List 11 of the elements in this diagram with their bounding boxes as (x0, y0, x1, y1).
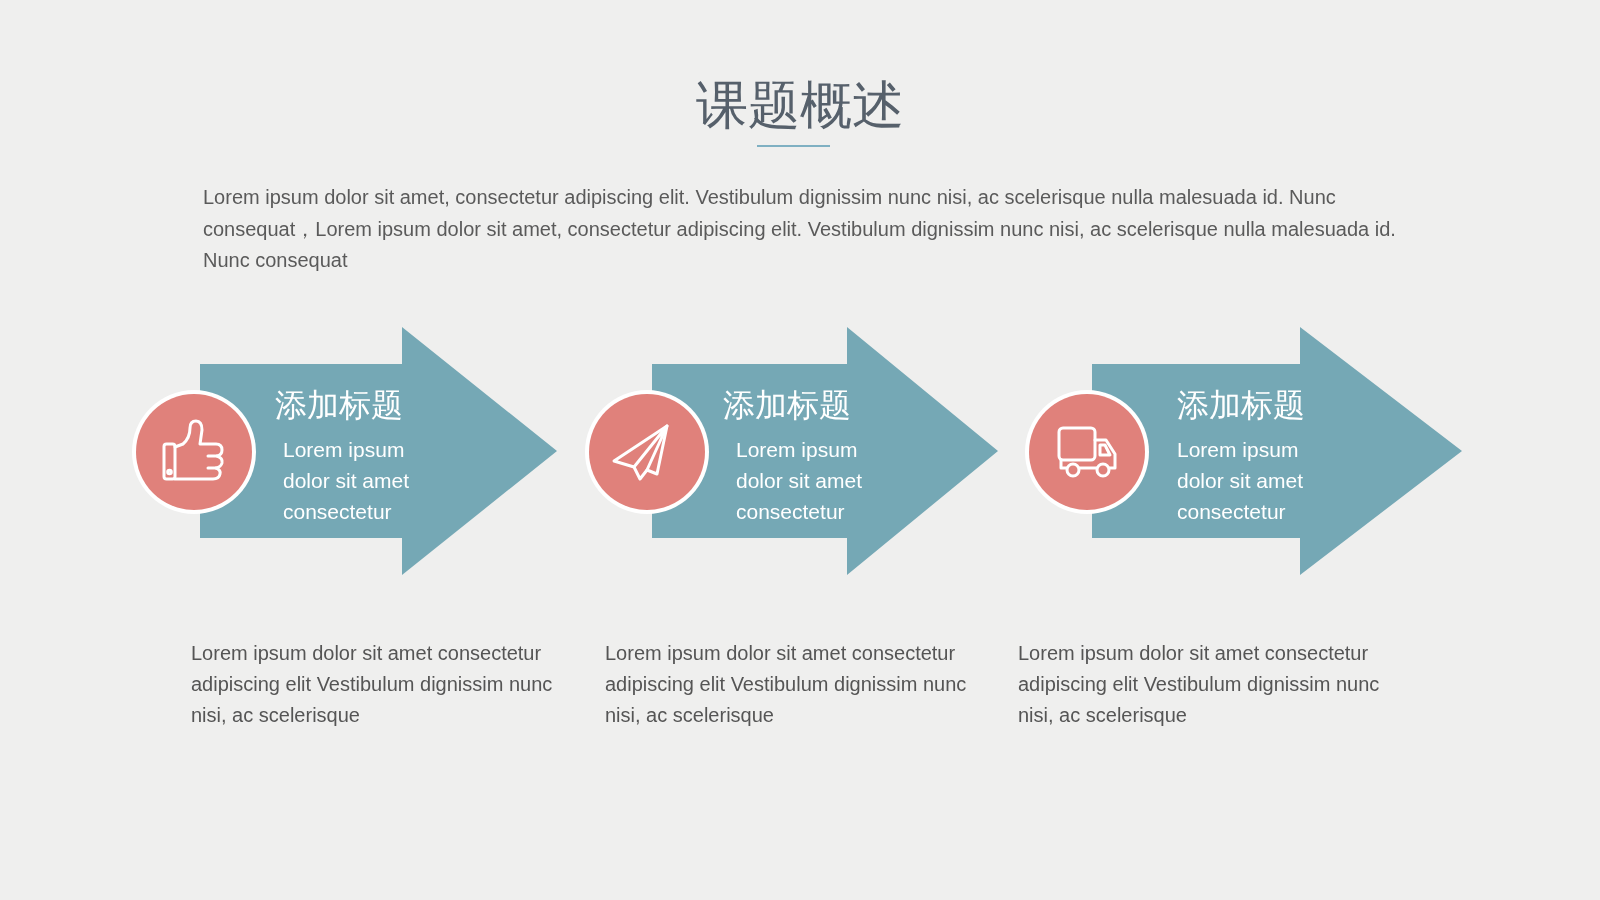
caption-text: Lorem ipsum dolor sit amet consectetur adipiscing elit Vestibulum dignissim nunc nisi, ac scelerisque (605, 641, 968, 728)
arrow-text: Lorem ipsum dolor sit amet consectetur (736, 437, 864, 525)
arrow-text: Lorem ipsum dolor sit amet consectetur (283, 437, 411, 525)
arrow-heading: 添加标题 (275, 386, 403, 425)
arrow-heading: 添加标题 (1177, 386, 1305, 425)
intro-paragraph: Lorem ipsum dolor sit amet, consectetur adipiscing elit. Vestibulum dignissim nunc nisi, ac scelerisque nulla malesuada id. Nunc consequat，Lorem ipsum dolor sit amet, consectetur adipiscing elit. Vestibulum dignissim nunc nisi, ac scelerisque nulla malesuada id. Nunc consequat (203, 185, 1397, 273)
page-title: 课题概述 (696, 75, 904, 136)
caption-text: Lorem ipsum dolor sit amet consectetur adipiscing elit Vestibulum dignissim nunc nisi, ac scelerisque (1018, 641, 1381, 728)
arrow-heading: 添加标题 (723, 386, 851, 425)
caption-text: Lorem ipsum dolor sit amet consectetur adipiscing elit Vestibulum dignissim nunc nisi, ac scelerisque (191, 641, 554, 728)
arrow-text: Lorem ipsum dolor sit amet consectetur (1177, 437, 1305, 525)
